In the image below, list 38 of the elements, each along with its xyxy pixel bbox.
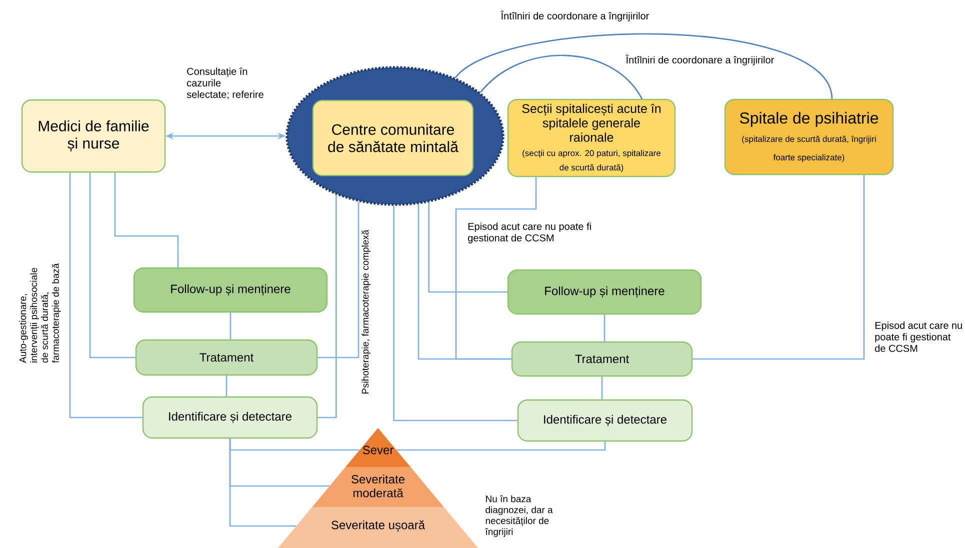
- connector: [601, 376, 603, 400]
- text-box: Centre comunitare de sănătate mintală: [312, 100, 474, 176]
- pyramid-layer: Sever: [346, 428, 410, 467]
- text-box: Tratament: [511, 341, 693, 377]
- edge-label: Întîlniri de coordonare a îngrijirilor: [500, 10, 649, 22]
- connector: [692, 175, 865, 360]
- edge-label: Întîlniri de coordonare a îngrijirilor: [626, 54, 774, 66]
- connector: [226, 376, 228, 396]
- edge-label: Episod acut care nu poate fi gestionat de CCSM: [468, 222, 591, 244]
- rotated-note: Auto-gestionare, intervenții psihosociale de scurtă durată, farmacoterapie de bază: [19, 263, 61, 363]
- edge-label: Consultație în cazurile selectate; referire: [186, 68, 264, 100]
- edge-label: Episod acut care nu poate fi gestionat de CCSM: [875, 322, 962, 352]
- pyramid-layer: Severitate ușoară: [278, 507, 478, 548]
- connector: [428, 202, 508, 293]
- connector: [455, 177, 537, 360]
- connector: [318, 202, 360, 358]
- connector: [393, 206, 518, 422]
- connector: [454, 33, 833, 100]
- text-box: Follow-up și menținere: [133, 267, 328, 313]
- rotated-note: Psihoterapie, farmacoterapie complexă: [362, 230, 370, 394]
- connector: [89, 172, 136, 358]
- connector: [480, 54, 643, 100]
- text-box: Tratament: [135, 339, 318, 376]
- text-box: Spitale de psihiatrie (spitalizare de scurtă durată, îngrijiri foarte specializate): [724, 98, 894, 176]
- text-box: Secții spitalicești acute în spitalele generale raionale (secții cu aprox. 20 paturi, spitalizare de scurtă durată): [507, 98, 676, 178]
- text-box: Medici de familie și nurse: [21, 99, 166, 173]
- connector: [604, 314, 606, 342]
- connector: [69, 172, 142, 418]
- connector: [230, 312, 232, 340]
- text-box: Identificare și detectare: [142, 396, 318, 439]
- connector: [114, 172, 179, 268]
- text-box: Follow-up și menținere: [507, 269, 702, 315]
- connector: [396, 442, 606, 451]
- pyramid-layer: Severitate moderată: [312, 467, 444, 507]
- note: Nu în baza diagnozei, dar a necesităților de îngrijiri: [485, 495, 553, 537]
- connector: [318, 194, 337, 418]
- text-box: Identificare și detectare: [517, 399, 693, 442]
- connector: [229, 438, 296, 527]
